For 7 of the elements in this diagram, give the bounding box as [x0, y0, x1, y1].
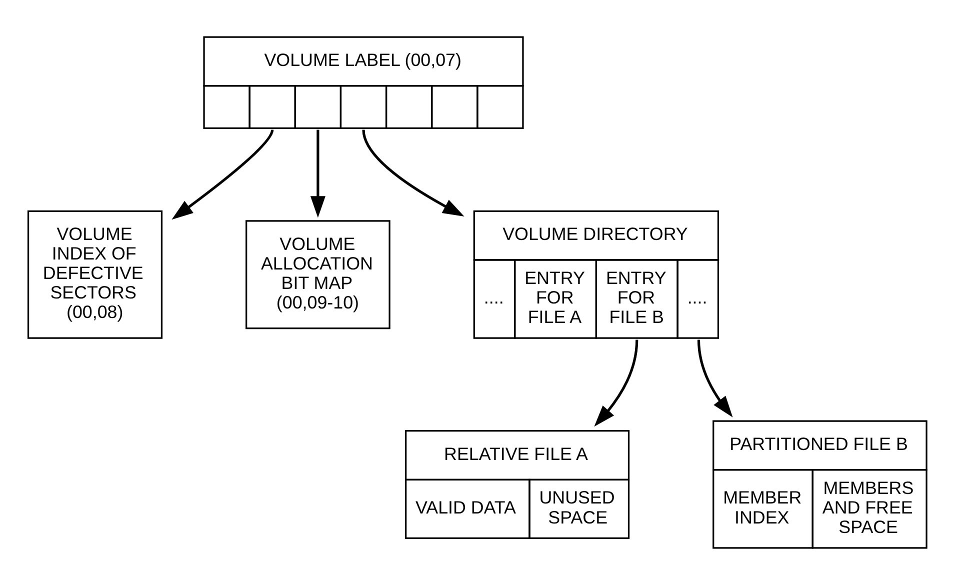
arrow: [310, 129, 326, 218]
arrow: [697, 339, 733, 417]
node-box: VOLUME INDEX OF DEFECTIVE SECTORS (00,08): [27, 210, 163, 338]
arrow: [172, 128, 274, 220]
node-box: VOLUME ALLOCATION BIT MAP (00,09-10): [246, 220, 390, 329]
arrow: [362, 129, 464, 216]
arrow: [594, 339, 638, 426]
